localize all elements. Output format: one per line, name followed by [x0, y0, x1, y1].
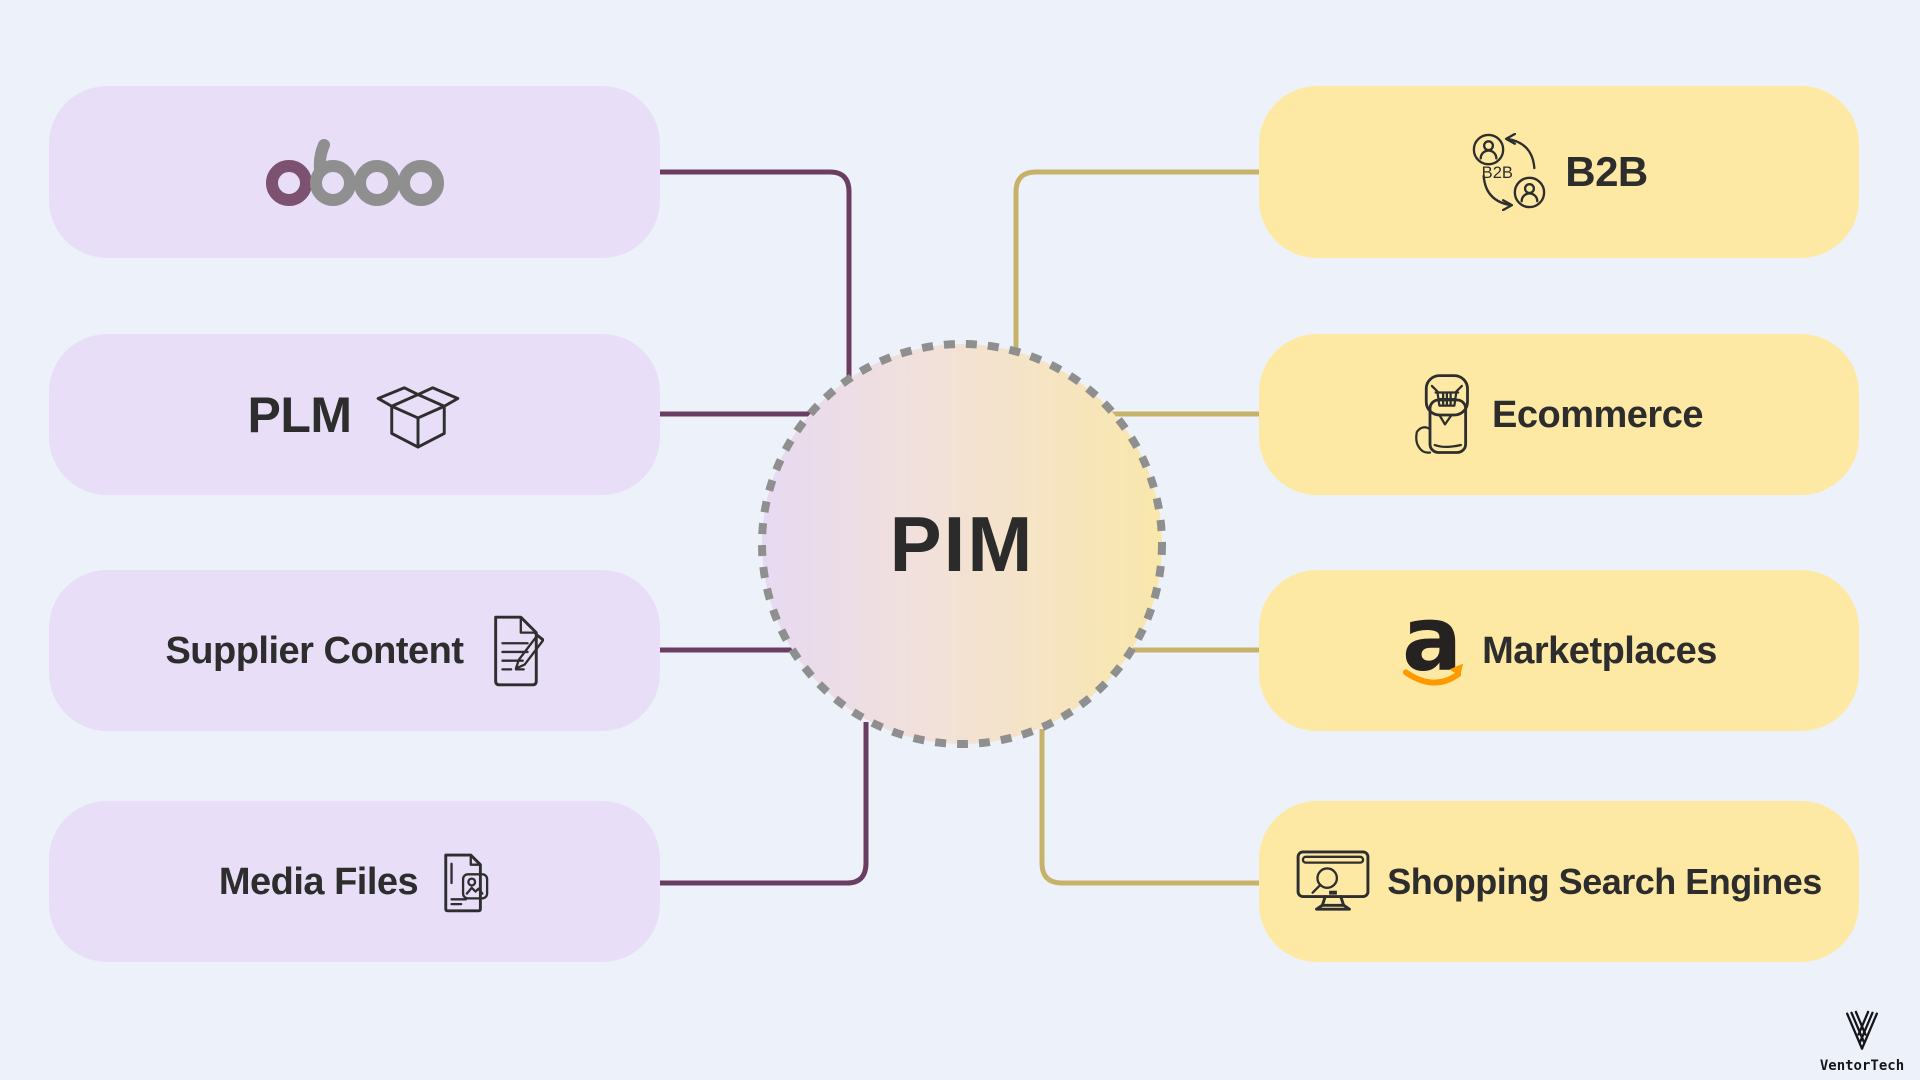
- ventortech-label: VentorTech: [1819, 1058, 1905, 1074]
- ventortech-logo: VentorTech: [1810, 1010, 1914, 1074]
- pim-hub-label: PIM: [889, 499, 1035, 588]
- monitor-search-icon: [1296, 849, 1370, 911]
- node-b2b-label: B2B: [1565, 148, 1648, 195]
- node-plm: PLM: [49, 334, 660, 495]
- connector-odoo: [658, 169, 852, 381]
- node-marketplaces-label: Marketplaces: [1482, 629, 1717, 672]
- connector-b2b: [1013, 169, 1261, 355]
- node-shopping-search-engines: Shopping Search Engines: [1259, 801, 1859, 962]
- phone-basket-icon: [1415, 373, 1469, 454]
- open-box-icon: [376, 385, 459, 449]
- node-marketplaces: a Marketplaces: [1259, 570, 1859, 731]
- connector-shopping-search-engines: [1039, 729, 1261, 886]
- node-ecommerce-label: Ecommerce: [1492, 393, 1703, 436]
- document-pencil-icon: [493, 615, 544, 686]
- media-image-icon: [444, 853, 489, 912]
- node-plm-label: PLM: [247, 386, 352, 443]
- node-supplier-content: Supplier Content: [49, 570, 660, 731]
- pim-hub: PIM: [762, 344, 1162, 744]
- node-odoo: odoo: [49, 86, 660, 258]
- odoo-logo: [265, 139, 444, 206]
- node-ecommerce: Ecommerce: [1259, 334, 1859, 495]
- connector-media-files: [658, 722, 869, 886]
- node-media-files-label: Media Files: [218, 860, 419, 903]
- amazon-logo: a: [1402, 608, 1464, 691]
- ventortech-v-icon: [1845, 1010, 1879, 1050]
- node-shopping-search-engines-label: Shopping Search Engines: [1387, 860, 1822, 902]
- node-media-files: Media Files: [49, 801, 660, 962]
- node-supplier-content-label: Supplier Content: [165, 629, 464, 672]
- pim-hub-circle: [758, 340, 1166, 748]
- node-b2b: B2B B2B: [1259, 86, 1859, 258]
- b2b-exchange-icon: B2B: [1472, 133, 1546, 211]
- b2b-icon-text: B2B: [1482, 163, 1513, 182]
